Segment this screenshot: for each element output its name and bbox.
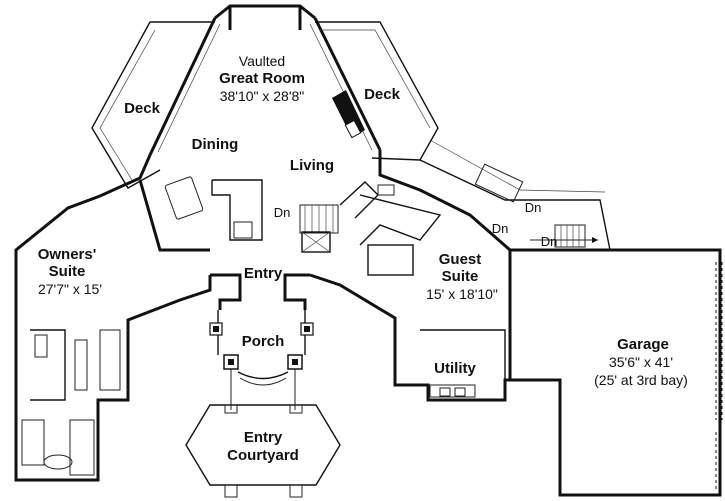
stair-down-label-hall: Dn bbox=[492, 221, 509, 236]
great-room-size: 38'10" x 28'8" bbox=[220, 88, 305, 104]
deck-left bbox=[91, 21, 215, 189]
fireplace bbox=[332, 90, 365, 139]
stair-down-label-garage: Dn bbox=[541, 234, 558, 249]
garage-doors bbox=[715, 262, 723, 492]
guest-suite-line1: Guest bbox=[439, 251, 482, 268]
interior-walls bbox=[21, 163, 598, 476]
porch-label: Porch bbox=[242, 333, 285, 350]
utility-label: Utility bbox=[434, 360, 476, 377]
garage-size: 35'6" x 41' bbox=[609, 354, 673, 370]
exterior-walls bbox=[14, 150, 722, 497]
living-label: Living bbox=[290, 157, 334, 174]
great-room-name: Great Room bbox=[219, 70, 305, 87]
owners-suite-size: 27'7" x 15' bbox=[38, 281, 102, 297]
guest-suite-line2: Suite bbox=[442, 268, 479, 285]
courtyard-line1: Entry bbox=[244, 429, 283, 446]
deck-right-label: Deck bbox=[364, 86, 401, 103]
entry-courtyard bbox=[185, 404, 341, 498]
porch bbox=[209, 310, 314, 410]
entry-label: Entry bbox=[244, 265, 283, 282]
courtyard-line2: Courtyard bbox=[227, 447, 299, 464]
owners-suite-line1: Owners' bbox=[38, 246, 97, 263]
garage-label: Garage bbox=[617, 336, 669, 353]
garage-note: (25' at 3rd bay) bbox=[594, 372, 688, 388]
great-room-qualifier: Vaulted bbox=[239, 53, 285, 69]
owners-suite-line2: Suite bbox=[49, 263, 86, 280]
deck-left-label: Deck bbox=[124, 100, 161, 117]
stair-down-label-left: Dn bbox=[274, 205, 291, 220]
guest-suite-size: 15' x 18'10" bbox=[426, 286, 498, 302]
stair-down-label-deck: Dn bbox=[525, 200, 542, 215]
dining-label: Dining bbox=[192, 136, 239, 153]
deck-right bbox=[315, 21, 611, 251]
